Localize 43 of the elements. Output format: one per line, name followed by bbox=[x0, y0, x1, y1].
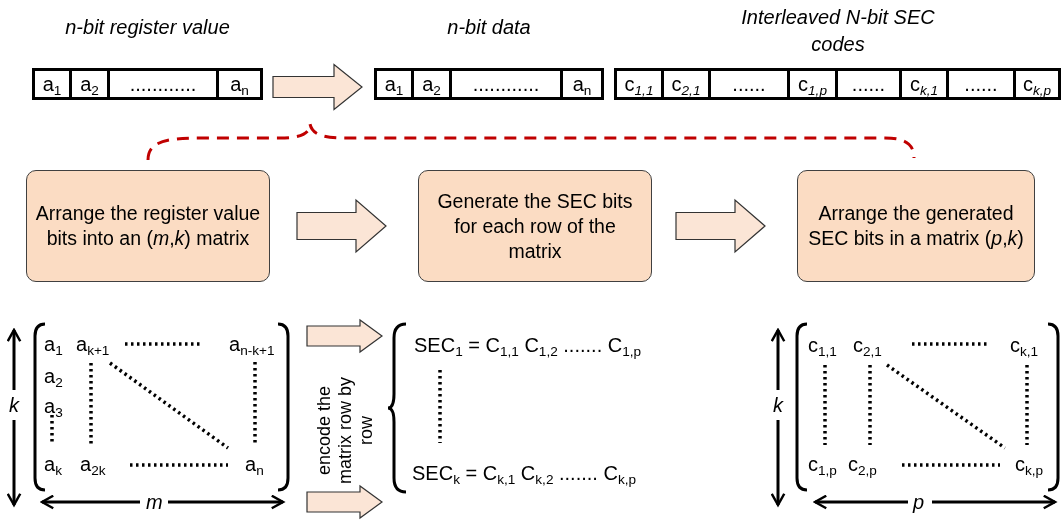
bit-cell: c$_{k,p}$ bbox=[1013, 68, 1061, 100]
bit-cell: a$_{1}$ bbox=[374, 68, 414, 100]
bit-cell: c$_{1,1}$ bbox=[614, 68, 664, 100]
bit-cell: a$_{2}$ bbox=[411, 68, 452, 100]
block-arrow bbox=[675, 198, 766, 254]
matrix-entry: a$_{n-k+1}$ bbox=[229, 333, 275, 355]
matrix-entry: a$_{2}$ bbox=[44, 365, 63, 387]
process-box: Arrange the generated SEC bits in a matrix (p,k) bbox=[797, 170, 1035, 282]
bit-cell: c$_{2,1}$ bbox=[661, 68, 711, 100]
matrix-entry: a$_{k}$ bbox=[44, 453, 62, 475]
matrix-entry: a$_{2k}$ bbox=[80, 453, 106, 475]
matrix-entry: a$_{n}$ bbox=[245, 453, 264, 475]
matrix-entry: a$_{k+1}$ bbox=[76, 333, 110, 355]
dimension-label: k bbox=[9, 394, 19, 416]
bit-cell: c$_{k,1}$ bbox=[899, 68, 949, 100]
bit-cell: ............ bbox=[449, 68, 563, 100]
block-arrow bbox=[296, 198, 387, 254]
bar-heading: n-bit data bbox=[446, 15, 532, 40]
block-arrow bbox=[272, 63, 363, 111]
block-arrow bbox=[306, 318, 384, 354]
bar-heading: n-bit register value bbox=[64, 15, 231, 40]
bit-cell: c$_{1,p}$ bbox=[787, 68, 838, 100]
bit-cell: ...... bbox=[708, 68, 790, 100]
bit-cell: a$_{n}$ bbox=[216, 68, 263, 100]
matrix-entry: c$_{1,1}$ bbox=[808, 334, 837, 356]
process-box: Arrange the register value bits into an (m,k) matrix bbox=[26, 170, 270, 282]
bit-cell: a$_{n}$ bbox=[560, 68, 604, 100]
dimension-label: k bbox=[773, 394, 783, 416]
matrix-entry: c$_{k,1}$ bbox=[1010, 334, 1039, 356]
bar-heading: Interleaved N-bit SEC codes bbox=[740, 5, 936, 57]
bit-cell: ...... bbox=[946, 68, 1016, 100]
dimension-label: m bbox=[146, 491, 163, 513]
bit-cell: ............ bbox=[107, 68, 219, 100]
dimension-label: p bbox=[913, 491, 925, 513]
matrix-entry: c$_{2,1}$ bbox=[853, 334, 882, 356]
bit-cell: a$_{2}$ bbox=[69, 68, 110, 100]
bit-cell: ...... bbox=[835, 68, 902, 100]
matrix-entry: a$_{1}$ bbox=[44, 333, 63, 355]
bit-cell: a$_{1}$ bbox=[32, 68, 72, 100]
block-arrow bbox=[306, 484, 384, 520]
rotated-note: encode the matrix row by row bbox=[313, 376, 377, 486]
process-box: Generate the SEC bits for each row of the matrix bbox=[418, 170, 652, 282]
matrix-entry: a$_{3}$ bbox=[44, 395, 63, 417]
